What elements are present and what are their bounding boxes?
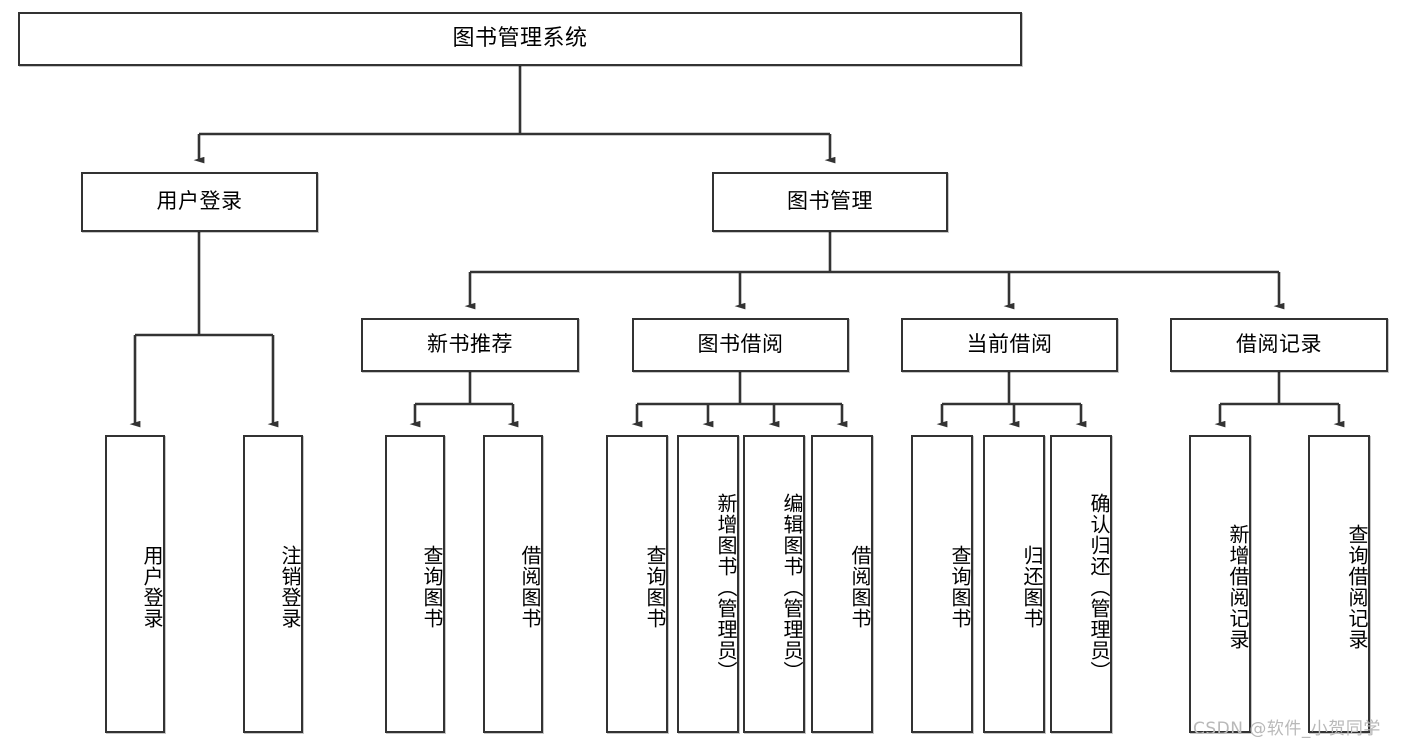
node-book-borrow[interactable]: 图书借阅 [632, 318, 849, 372]
node-leaf-add-record-br[interactable]: 新增借阅记录 [1189, 435, 1251, 733]
node-leaf-return-book-cb-label: 归还图书 [1020, 545, 1044, 629]
node-book-borrow-label: 图书借阅 [697, 332, 784, 357]
node-current-borrow-label: 当前借阅 [966, 332, 1053, 357]
node-leaf-confirm-return-cb-label: 确认归还（管理员） [1087, 492, 1111, 682]
node-borrow-record-label: 借阅记录 [1236, 332, 1322, 357]
node-leaf-edit-book-bb-label: 编辑图书（管理员） [780, 492, 804, 682]
csdn-watermark: CSDN @软件_小贺同学 [1193, 719, 1381, 739]
node-leaf-return-book-cb[interactable]: 归还图书 [983, 435, 1045, 733]
node-leaf-edit-book-bb[interactable]: 编辑图书（管理员） [743, 435, 805, 733]
node-leaf-query-book-bb[interactable]: 查询图书 [606, 435, 668, 733]
node-user-login-label: 用户登录 [156, 189, 243, 214]
node-leaf-query-book-rec-label: 查询图书 [420, 545, 444, 629]
node-leaf-user-login-label: 用户登录 [140, 545, 164, 629]
node-leaf-add-book-bb-label: 新增图书（管理员） [714, 492, 738, 682]
node-leaf-borrow-book-bb[interactable]: 借阅图书 [811, 435, 873, 733]
node-leaf-user-logout[interactable]: 注销登录 [243, 435, 303, 733]
node-root[interactable]: 图书管理系统 [18, 12, 1022, 66]
node-new-book-recommend[interactable]: 新书推荐 [361, 318, 579, 372]
node-book-manage-label: 图书管理 [787, 189, 873, 214]
node-leaf-user-login[interactable]: 用户登录 [105, 435, 165, 733]
node-leaf-borrow-book-bb-label: 借阅图书 [848, 545, 872, 629]
node-leaf-borrow-book-rec[interactable]: 借阅图书 [483, 435, 543, 733]
node-leaf-query-record-br[interactable]: 查询借阅记录 [1308, 435, 1370, 733]
node-leaf-user-logout-label: 注销登录 [278, 545, 302, 629]
node-leaf-query-book-bb-label: 查询图书 [643, 545, 667, 629]
node-leaf-query-book-rec[interactable]: 查询图书 [385, 435, 445, 733]
node-leaf-add-record-br-label: 新增借阅记录 [1226, 524, 1250, 650]
node-book-manage[interactable]: 图书管理 [712, 172, 948, 232]
node-borrow-record[interactable]: 借阅记录 [1170, 318, 1388, 372]
node-leaf-add-book-bb[interactable]: 新增图书（管理员） [677, 435, 739, 733]
node-current-borrow[interactable]: 当前借阅 [901, 318, 1118, 372]
node-root-label: 图书管理系统 [452, 25, 588, 51]
node-leaf-borrow-book-rec-label: 借阅图书 [518, 545, 542, 629]
node-leaf-query-record-br-label: 查询借阅记录 [1345, 524, 1369, 650]
node-leaf-query-book-cb-label: 查询图书 [948, 545, 972, 629]
node-leaf-query-book-cb[interactable]: 查询图书 [911, 435, 973, 733]
node-user-login[interactable]: 用户登录 [81, 172, 318, 232]
node-new-book-recommend-label: 新书推荐 [427, 332, 513, 357]
node-leaf-confirm-return-cb[interactable]: 确认归还（管理员） [1050, 435, 1112, 733]
